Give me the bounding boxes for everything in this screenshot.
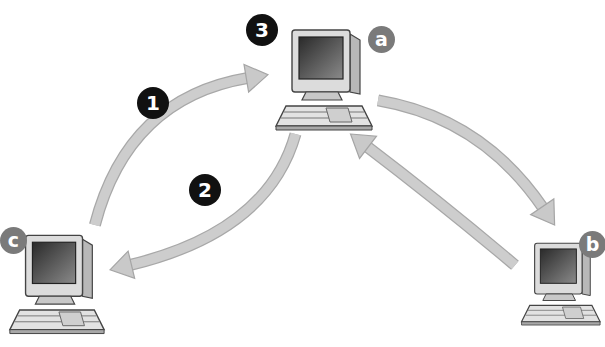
arrow-heads bbox=[531, 199, 555, 225]
callout-number: 2 bbox=[189, 174, 221, 206]
computer-node: c bbox=[2, 225, 110, 340]
node-letter: c bbox=[0, 227, 27, 254]
arrow-outline bbox=[378, 100, 543, 208]
computer-node: a bbox=[268, 22, 378, 134]
arrow-body bbox=[129, 134, 295, 265]
arrow-body bbox=[95, 78, 248, 225]
computer-icon bbox=[268, 22, 378, 134]
flow-arrow bbox=[378, 100, 555, 225]
arrow-heads bbox=[110, 251, 135, 278]
arrow-outline bbox=[366, 146, 515, 265]
callout-number: 3 bbox=[246, 14, 278, 46]
node-letter: a bbox=[368, 26, 395, 53]
node-letter: b bbox=[579, 231, 605, 258]
arrow-heads bbox=[351, 134, 377, 158]
arrow-body bbox=[378, 100, 543, 208]
arrow-outline bbox=[95, 78, 248, 225]
arrow-outline bbox=[129, 134, 295, 265]
arrow-head bbox=[110, 251, 135, 278]
computer-node: b bbox=[515, 225, 605, 340]
arrow-head bbox=[244, 64, 268, 92]
flow-arrow bbox=[351, 134, 516, 265]
flow-arrow bbox=[110, 134, 296, 278]
arrow-head bbox=[531, 199, 555, 225]
callout-number: 1 bbox=[137, 87, 169, 119]
arrow-body bbox=[366, 146, 515, 265]
flow-arrow bbox=[95, 64, 268, 225]
arrow-heads bbox=[244, 64, 268, 92]
arrow-head bbox=[351, 134, 377, 158]
